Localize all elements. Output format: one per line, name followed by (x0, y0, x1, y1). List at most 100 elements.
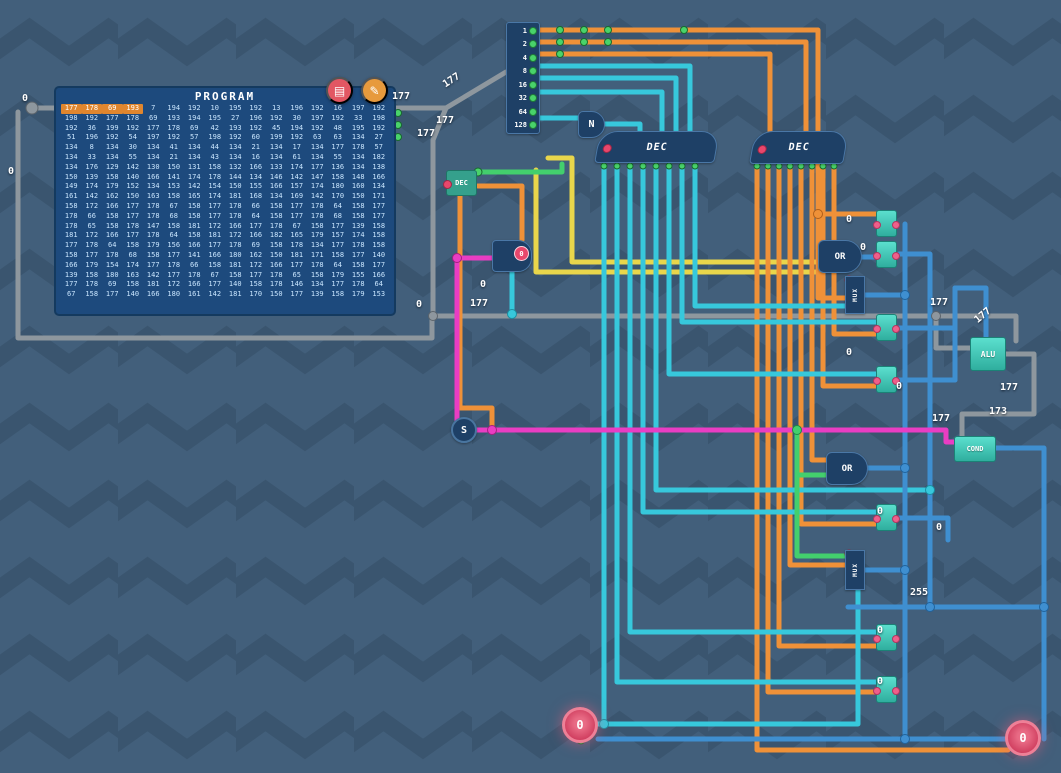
program-cell: 140 (372, 250, 386, 259)
program-cell: 162 (105, 192, 119, 201)
program-cell: 147 (310, 172, 324, 181)
program-cell: 161 (64, 192, 78, 201)
mux-2[interactable]: MUX (845, 550, 865, 590)
program-cell: 174 (126, 260, 140, 269)
program-cell: 166 (249, 231, 263, 240)
register-2[interactable] (873, 241, 900, 268)
program-cell: 68 (333, 211, 342, 220)
program-cell: 66 (87, 211, 96, 220)
program-cell: 134 (351, 152, 365, 161)
program-cell: 174 (290, 162, 304, 171)
register-6[interactable] (873, 624, 900, 651)
bit-pin[interactable] (529, 107, 537, 116)
program-cell: 181 (64, 231, 78, 240)
or-gate-2[interactable]: OR (826, 452, 868, 485)
program-cell: 44 (210, 143, 219, 152)
output-led-2[interactable]: 0 (1005, 720, 1041, 756)
program-cell: 66 (251, 201, 260, 210)
not-gate[interactable]: N (578, 111, 605, 138)
condition-unit[interactable]: COND (954, 436, 996, 462)
wire-value-label: 177 (470, 298, 489, 309)
program-cell: 139 (85, 172, 99, 181)
wire-value-label: 0 (877, 506, 884, 517)
program-cell: 158 (351, 201, 365, 210)
program-cell: 177 (208, 201, 222, 210)
bit-pin[interactable] (529, 80, 537, 89)
program-cell: 142 (310, 192, 324, 201)
not-gate-label: N (588, 119, 595, 130)
program-cell: 150 (228, 182, 242, 191)
program-cell: 179 (105, 182, 119, 191)
wire-value-label: 0 (860, 242, 867, 253)
bit-pin[interactable] (529, 40, 537, 49)
register-3[interactable] (873, 314, 900, 341)
program-cell: 158 (310, 270, 324, 279)
wire-group-magenta (454, 255, 957, 445)
or-gate-1[interactable]: OR (818, 240, 862, 273)
register-1[interactable] (873, 210, 900, 237)
program-cell: 198 (64, 113, 78, 122)
program-cell: 55 (333, 152, 342, 161)
program-cell: 181 (208, 231, 222, 240)
program-cell: 140 (126, 290, 140, 299)
splitter-bit-row: 1 (507, 26, 539, 35)
bit-pin[interactable] (529, 53, 537, 62)
program-cell: 180 (105, 270, 119, 279)
bit-pin[interactable] (529, 94, 537, 103)
program-cell: 158 (310, 221, 324, 230)
wire-group-cyan (509, 63, 933, 727)
bit-pin[interactable] (529, 67, 537, 76)
s-bus-node[interactable]: S (451, 417, 477, 443)
program-cell: 65 (87, 221, 96, 230)
mux-label: MUX (851, 563, 859, 577)
program-cell: 177 (146, 260, 160, 269)
program-edit-button[interactable]: ✎ (361, 77, 388, 104)
program-cell: 182 (269, 231, 283, 240)
program-cell: 198 (208, 133, 222, 142)
program-cell: 146 (269, 172, 283, 181)
program-cell: 158 (269, 211, 283, 220)
program-cell: 193 (228, 123, 242, 132)
alu-unit[interactable]: ALU (970, 337, 1006, 371)
decoder-3[interactable]: DEC (443, 170, 477, 196)
program-cell: 21 (169, 152, 178, 161)
splitter-bit-row: 4 (507, 53, 539, 62)
bit-value-label: 1 (522, 26, 527, 35)
program-cell: 140 (126, 172, 140, 181)
register-4[interactable] (873, 366, 900, 393)
program-cell: 16 (251, 152, 260, 161)
program-cell: 196 (85, 133, 99, 142)
bit-pin[interactable] (529, 121, 537, 130)
program-cell: 198 (372, 113, 386, 122)
register-5[interactable] (873, 504, 900, 531)
program-cell: 158 (331, 290, 345, 299)
program-cell: 177 (64, 241, 78, 250)
program-cell: 192 (372, 123, 386, 132)
program-cell: 178 (269, 270, 283, 279)
counter-register[interactable]: 0 (492, 240, 532, 272)
program-cell: 134 (146, 143, 160, 152)
decoder-2[interactable]: DEC (749, 131, 849, 164)
list-icon: ▤ (333, 83, 346, 98)
decoder-1[interactable]: DEC (594, 131, 720, 163)
program-cell: 165 (187, 192, 201, 201)
program-list-button[interactable]: ▤ (326, 77, 353, 104)
program-cell: 199 (105, 123, 119, 132)
program-cell: 193 (167, 113, 181, 122)
program-cell: 199 (269, 133, 283, 142)
program-cell: 196 (290, 104, 304, 112)
program-cell: 178 (351, 280, 365, 289)
bit-pin[interactable] (529, 26, 537, 35)
mux-1[interactable]: MUX (845, 276, 865, 314)
program-cell: 150 (64, 172, 78, 181)
program-cell: 134 (187, 152, 201, 161)
output-led-1[interactable]: 0 (562, 707, 598, 743)
program-cell: 138 (372, 162, 386, 171)
wire-value-label: 0 (846, 214, 853, 225)
register-7[interactable] (873, 676, 900, 703)
program-cell: 134 (351, 133, 365, 142)
